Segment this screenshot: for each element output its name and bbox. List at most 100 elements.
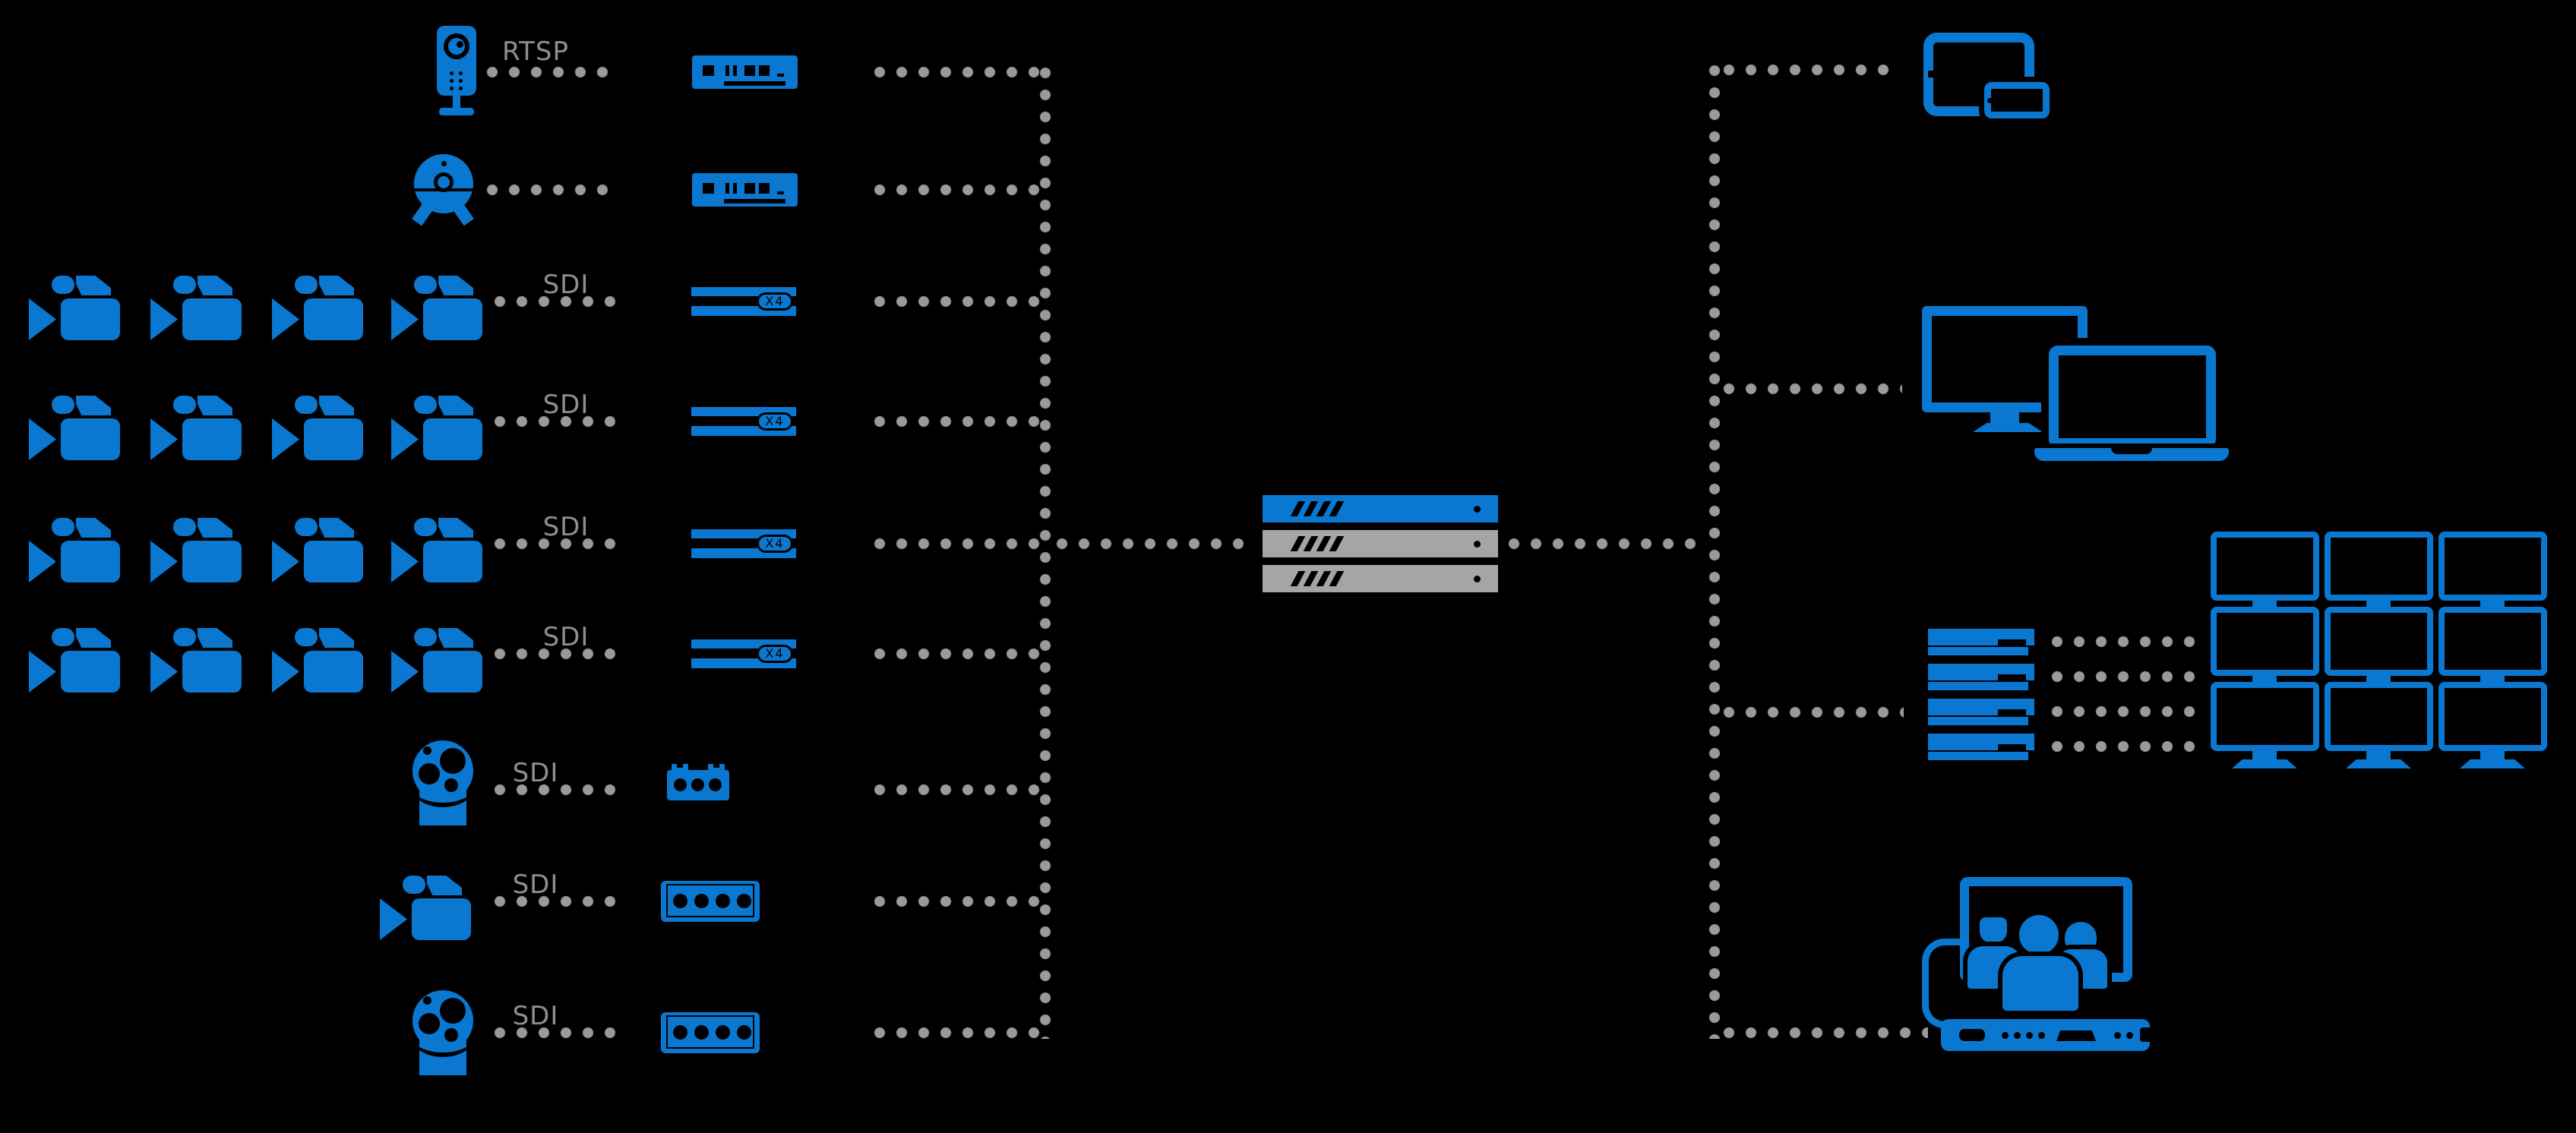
quad-encoder-1: X4 — [691, 287, 796, 316]
x4-badge: X4 — [757, 412, 793, 431]
wall-monitor — [2211, 532, 2319, 601]
tablet-camera-dot — [1928, 71, 1935, 77]
connector-line — [874, 415, 1045, 428]
codec-port — [2140, 1027, 2163, 1042]
dome-lens — [440, 748, 466, 774]
camcorder-icon — [150, 396, 242, 460]
camcorder-icon — [391, 396, 482, 460]
monitor-base — [1973, 423, 2043, 432]
wall-monitor — [2325, 532, 2433, 601]
wall-feed-line-3 — [2051, 705, 2195, 718]
camcorder-icon — [29, 396, 120, 460]
wall-feed-line-2 — [2051, 671, 2195, 683]
sdi-label: SDI — [542, 390, 589, 420]
camcorder-icon — [391, 276, 482, 340]
sdi-label: SDI — [542, 622, 589, 652]
connector-line — [874, 895, 1045, 907]
connector-line — [1723, 1027, 1928, 1039]
sdi-label: SDI — [512, 869, 559, 900]
x4-badge: X4 — [757, 535, 793, 553]
wall-monitor — [2325, 607, 2433, 676]
wall-feed-line-1 — [2051, 636, 2195, 648]
camcorder-icon — [391, 628, 482, 693]
server-output-line — [1508, 538, 1707, 550]
wall-monitor — [2211, 682, 2319, 751]
server-unit-2 — [1263, 530, 1498, 557]
server-led — [1474, 541, 1481, 548]
connector-line — [874, 184, 1045, 196]
vc-cable — [1922, 939, 1961, 1028]
connector-line — [486, 66, 615, 78]
streaming-encoder-1 — [692, 55, 798, 89]
dome-lens — [440, 998, 466, 1024]
wall-feed-line-4 — [2051, 740, 2195, 753]
camcorder-icon — [29, 276, 120, 340]
camcorder-icon — [272, 628, 363, 693]
portable-encoder-1 — [661, 881, 760, 922]
quad-encoder-2: X4 — [691, 407, 796, 436]
connector-line — [874, 538, 1045, 550]
wall-monitor — [2325, 682, 2433, 751]
streaming-encoder-2 — [692, 173, 798, 207]
server-led — [1474, 576, 1481, 582]
phone-icon — [1984, 82, 2050, 118]
monitor-neck — [1990, 412, 2019, 423]
participant-head — [1980, 917, 2007, 943]
server-unit-1 — [1263, 495, 1498, 522]
ip-camera-icon — [433, 21, 486, 124]
connector-line — [494, 295, 615, 308]
connector-line — [1723, 706, 1904, 718]
camcorder-icon — [272, 396, 363, 460]
connector-line — [874, 66, 1045, 78]
ptz-dome-camera-icon — [409, 740, 476, 825]
participant-head — [2019, 915, 2059, 955]
connector-line — [1723, 64, 1899, 76]
camcorder-icon — [150, 628, 242, 693]
server-input-line — [1056, 538, 1255, 550]
camcorder-icon — [150, 518, 242, 582]
codec-vent — [2056, 1030, 2096, 1041]
sdi-label: SDI — [542, 512, 589, 542]
rtsp-label: RTSP — [501, 36, 569, 67]
wall-monitor — [2439, 532, 2547, 601]
x4-badge: X4 — [757, 292, 793, 311]
camcorder-icon — [272, 518, 363, 582]
camcorder-icon — [29, 628, 120, 693]
right-trunk-line — [1708, 65, 1721, 1039]
sdi-label: SDI — [512, 1001, 559, 1031]
connector-line — [494, 895, 615, 907]
connector-line — [494, 538, 615, 550]
connector-line — [1723, 383, 1902, 395]
connector-line — [874, 648, 1045, 660]
codec-port — [1959, 1029, 1985, 1041]
connector-line — [874, 1027, 1045, 1039]
sdi-label: SDI — [512, 758, 559, 788]
server-unit-3 — [1263, 565, 1498, 592]
x4-badge: X4 — [757, 645, 793, 663]
camcorder-icon — [29, 518, 120, 582]
connector-line — [494, 648, 615, 660]
camcorder-icon — [272, 276, 363, 340]
camcorder-icon — [380, 876, 471, 940]
connector-line — [874, 784, 1045, 796]
connector-line — [494, 415, 615, 428]
connector-line — [494, 1027, 615, 1039]
ptz-dome-camera-icon — [409, 990, 476, 1075]
quad-encoder-4: X4 — [691, 639, 796, 668]
wall-monitor — [2211, 607, 2319, 676]
laptop-base — [2034, 448, 2229, 461]
quad-encoder-3: X4 — [691, 529, 796, 558]
camcorder-icon — [150, 276, 242, 340]
left-trunk-line — [1039, 67, 1051, 1039]
wall-monitor — [2439, 682, 2547, 751]
vc-codec-unit — [1941, 1019, 2163, 1051]
connector-line — [874, 295, 1045, 308]
participant-body — [2002, 956, 2078, 1011]
sdi-label: SDI — [542, 270, 589, 300]
camcorder-icon — [391, 518, 482, 582]
laptop-notch — [2111, 448, 2152, 454]
wall-monitor — [2439, 607, 2547, 676]
laptop-screen — [2049, 346, 2216, 448]
participant-head — [2065, 922, 2097, 952]
